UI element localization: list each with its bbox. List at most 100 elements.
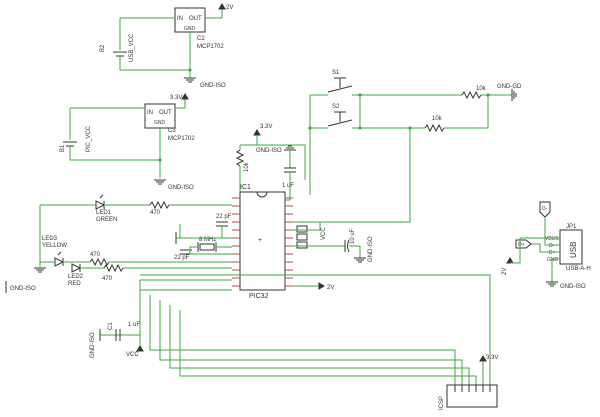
switch-s2: S2 xyxy=(327,104,353,127)
led3-ref: LED3 xyxy=(42,236,58,242)
crystal-8mhz: 8 MHz xyxy=(197,237,217,252)
usb-body xyxy=(559,229,583,265)
capacitor-1uf-a-value: 1 uF xyxy=(282,183,294,189)
led2-ref: LED2 xyxy=(68,274,84,280)
ic1-left-pins xyxy=(232,197,240,287)
resistor-zigzag-icon xyxy=(424,123,445,133)
wire-ic-vcc xyxy=(293,222,321,231)
microcontroller-ic1: IC1 + PIC32 xyxy=(239,184,286,300)
ground-gd: GND-GD xyxy=(497,84,522,101)
wire-b2-minus xyxy=(119,56,190,71)
regulator-c2-gnd-label: GND xyxy=(184,26,196,32)
wire-r10k-b-out xyxy=(444,95,489,129)
capacitor-22pf-b: 22 pF xyxy=(174,249,192,261)
resistor-zigzag-icon xyxy=(103,263,124,273)
ic1-part-number: PIC32 xyxy=(249,293,269,300)
ic1-ref: IC1 xyxy=(240,184,251,191)
supply-arrow-icon xyxy=(181,93,189,100)
ground-iso-1-label: GND-ISO xyxy=(200,83,226,89)
led-triangle-icon xyxy=(54,257,65,267)
regulator-c3-out-label: OUT xyxy=(159,110,172,116)
wire-b1-minus xyxy=(69,146,160,161)
wire-icsp-3 xyxy=(169,305,470,385)
capacitor-1uf-b-ref: C1 xyxy=(108,322,114,330)
crystal-body-icon xyxy=(199,243,215,251)
regulator-c2-out-label: OUT xyxy=(189,16,202,22)
usb-ref: JP1 xyxy=(566,224,577,230)
ground-iso-2: GND-ISO xyxy=(154,179,194,191)
battery-b1-net-label: PIC_VCC xyxy=(86,125,92,152)
resistor-10k-b-value: 10k xyxy=(432,116,443,122)
wire-c1uf-a-ic xyxy=(285,172,291,201)
supply-arrow-icon xyxy=(253,129,261,136)
ground-iso-5: GND-ISO xyxy=(354,236,374,263)
switch-s1-ref: S1 xyxy=(332,70,340,76)
ic1-body xyxy=(239,191,286,291)
supply-33v-c-label: 3.3V xyxy=(486,355,498,361)
ic1-port-connectors xyxy=(296,225,308,249)
wire-usb-dminus xyxy=(544,218,560,246)
wire-c10uf-gnd xyxy=(349,245,361,258)
supply-2v-usb-label: 2V xyxy=(502,268,508,275)
supply-vcc-bottom: VCC xyxy=(126,345,144,358)
battery-b1-ref: B1 xyxy=(60,144,66,152)
resistor-zigzag-icon xyxy=(235,149,245,167)
battery-b2-net-label: USB_VCC xyxy=(129,33,135,62)
battery-b2: B2 USB_VCC xyxy=(100,33,135,62)
led1-ref: LED1 xyxy=(96,210,112,216)
icsp-label: ICSP xyxy=(439,396,445,410)
supply-arrow-icon xyxy=(218,3,226,10)
ground-iso-4-label: GND-ISO xyxy=(10,286,36,292)
regulator-c3-part-number: MCP1702 xyxy=(168,136,195,142)
wire-c22pf-a-ic xyxy=(221,226,232,239)
net-flag-icon xyxy=(539,201,551,218)
icsp-header-body xyxy=(446,384,498,408)
resistor-zigzag-icon xyxy=(149,200,170,210)
ground-led xyxy=(34,267,46,273)
switch-s1: S1 xyxy=(327,70,353,93)
led-ray-icon xyxy=(99,194,104,199)
supply-2v-mid-label: 2V xyxy=(327,285,334,291)
usb-gnd-label: GND xyxy=(547,257,559,263)
net-d-minus-label: D- xyxy=(542,206,548,212)
supply-arrow-icon xyxy=(318,282,325,290)
led2-red: LED2 RED xyxy=(68,263,84,287)
capacitor-curve-icon xyxy=(347,239,350,253)
usb-dminus-label: D- xyxy=(549,243,555,249)
resistor-10k-c: 10k xyxy=(235,149,250,172)
junction-dot xyxy=(158,158,162,162)
regulator-c3-in-label: IN xyxy=(147,110,153,116)
resistor-470-b: 470 xyxy=(89,252,110,267)
led-ray-icon xyxy=(57,251,62,256)
resistor-10k-c-value: 10k xyxy=(244,161,250,172)
resistor-10k-a-value: 10k xyxy=(476,86,487,92)
capacitor-22pf-a: 22 pF xyxy=(216,214,232,227)
junction-dot xyxy=(408,126,412,130)
ground-iso-2-label: GND-ISO xyxy=(168,185,194,191)
usb-dplus-label: D+ xyxy=(549,250,556,256)
supply-33v-a-label: 3.3V xyxy=(170,95,182,101)
net-flag-icon xyxy=(515,239,532,249)
ground-iso-4: GND-ISO xyxy=(5,281,36,293)
resistor-470-c-value: 470 xyxy=(102,276,113,282)
net-label-d-minus: D- xyxy=(539,201,551,218)
wire-usb-gnd xyxy=(551,258,560,282)
supply-33v-b: 3.3V xyxy=(253,124,272,136)
regulator-c2-ref: C2 xyxy=(197,36,205,42)
wire-icsp-2 xyxy=(159,300,463,385)
regulator-c2-in-label: IN xyxy=(177,16,183,22)
wire-icsp-4 xyxy=(179,310,477,385)
led-triangle-icon xyxy=(95,200,106,210)
net-label-d-plus: D+ xyxy=(515,239,532,249)
switch-s2-lever xyxy=(327,119,353,127)
capacitor-1uf-b-value: 1 uF xyxy=(128,322,140,328)
resistor-10k-a: 10k xyxy=(461,86,487,100)
resistor-zigzag-icon xyxy=(461,90,482,100)
regulator-c3: IN OUT GND C3 MCP1702 xyxy=(144,103,195,142)
connector-box xyxy=(296,241,308,249)
wire-s2-to-ic xyxy=(285,128,411,223)
net-d-plus-label: D+ xyxy=(518,242,525,248)
ic1-notch-icon xyxy=(256,191,268,198)
ground-iso-3-label: GND-ISO xyxy=(256,148,282,154)
ground-iso-6: GND-ISO xyxy=(90,329,101,358)
